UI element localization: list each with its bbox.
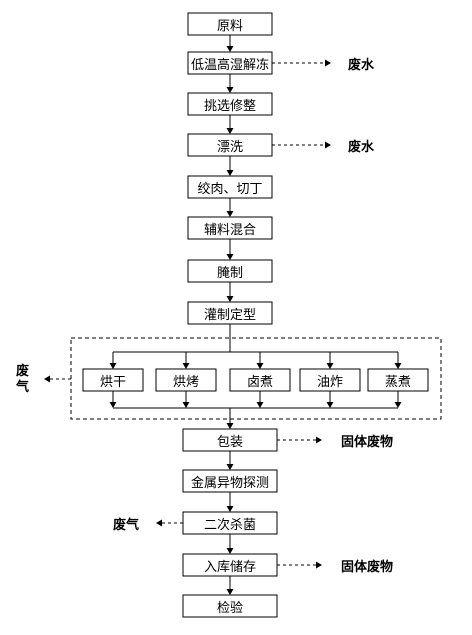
step-ingredient-mixing: 辅料混合	[203, 222, 256, 238]
step-secondary-sterilization: 二次杀菌	[203, 517, 256, 533]
output-packaging-solid-waste: 固体废物	[341, 435, 394, 450]
arrow-post-3-head	[226, 589, 234, 595]
arrow-out-cook-2-head	[256, 402, 264, 408]
step-inspection: 检验	[216, 600, 243, 616]
step-packaging: 包装	[216, 434, 243, 450]
arrow-post-1-head	[226, 506, 234, 512]
cook-drying: 烘干	[99, 374, 126, 390]
arrow-into-cook-0-head	[109, 363, 117, 369]
arrow-main-4-head	[226, 211, 234, 217]
arrow-out-cook-0-head	[109, 402, 117, 408]
arrow-into-cook-1-head	[182, 363, 190, 369]
arrow-main-6-head	[226, 296, 234, 302]
arrow-main-3-head	[226, 170, 234, 176]
arrow-main-0-head	[226, 46, 234, 52]
arrow-out-cook-4-head	[394, 402, 402, 408]
cook-frying: 油炸	[316, 374, 343, 390]
arrow-rinse-waste-head	[325, 141, 331, 149]
arrow-into-cook-3-head	[326, 363, 334, 369]
output-rinse-wastewater: 废水	[348, 140, 375, 155]
arrow-main-1-head	[226, 87, 234, 93]
step-raw-material: 原料	[216, 18, 243, 34]
arrow-cooking-exhaust-head	[44, 375, 50, 383]
step-rinsing: 漂洗	[216, 139, 243, 155]
arrow-out-cook-3-head	[326, 402, 334, 408]
arrow-packaging-waste-head	[316, 436, 322, 444]
step-sorting: 挑选修整	[203, 98, 256, 114]
output-cooking-exhaust: 废 气	[16, 364, 30, 395]
step-thawing: 低温高湿解冻	[190, 57, 269, 73]
output-thaw-wastewater: 废水	[348, 58, 375, 73]
step-metal-detection: 金属异物探测	[190, 475, 269, 491]
arrow-into-cook-4-head	[394, 363, 402, 369]
cook-braising: 卤煮	[246, 374, 273, 390]
arrow-out-cook-1-head	[182, 402, 190, 408]
step-mincing-dicing: 绞肉、切丁	[197, 181, 263, 197]
cook-roasting: 烘烤	[172, 374, 199, 390]
cook-steaming: 蒸煮	[384, 374, 411, 390]
arrow-storage-waste-head	[316, 561, 322, 569]
arrow-post-2-head	[226, 548, 234, 554]
arrow-to-packaging-head	[226, 423, 234, 429]
step-stuffing-shaping: 灌制定型	[203, 307, 256, 323]
arrow-main-5-head	[226, 254, 234, 260]
step-curing: 腌制	[216, 265, 243, 281]
arrow-thaw-waste-head	[325, 59, 331, 67]
arrow-main-2-head	[226, 128, 234, 134]
arrow-sterilize-exhaust-head	[156, 519, 162, 527]
output-storage-solid-waste: 固体废物	[341, 560, 394, 575]
arrow-into-cook-2-head	[256, 363, 264, 369]
step-storage: 入库储存	[203, 559, 256, 575]
output-sterilize-exhaust: 废气	[113, 518, 140, 533]
arrow-post-0-head	[226, 464, 234, 470]
